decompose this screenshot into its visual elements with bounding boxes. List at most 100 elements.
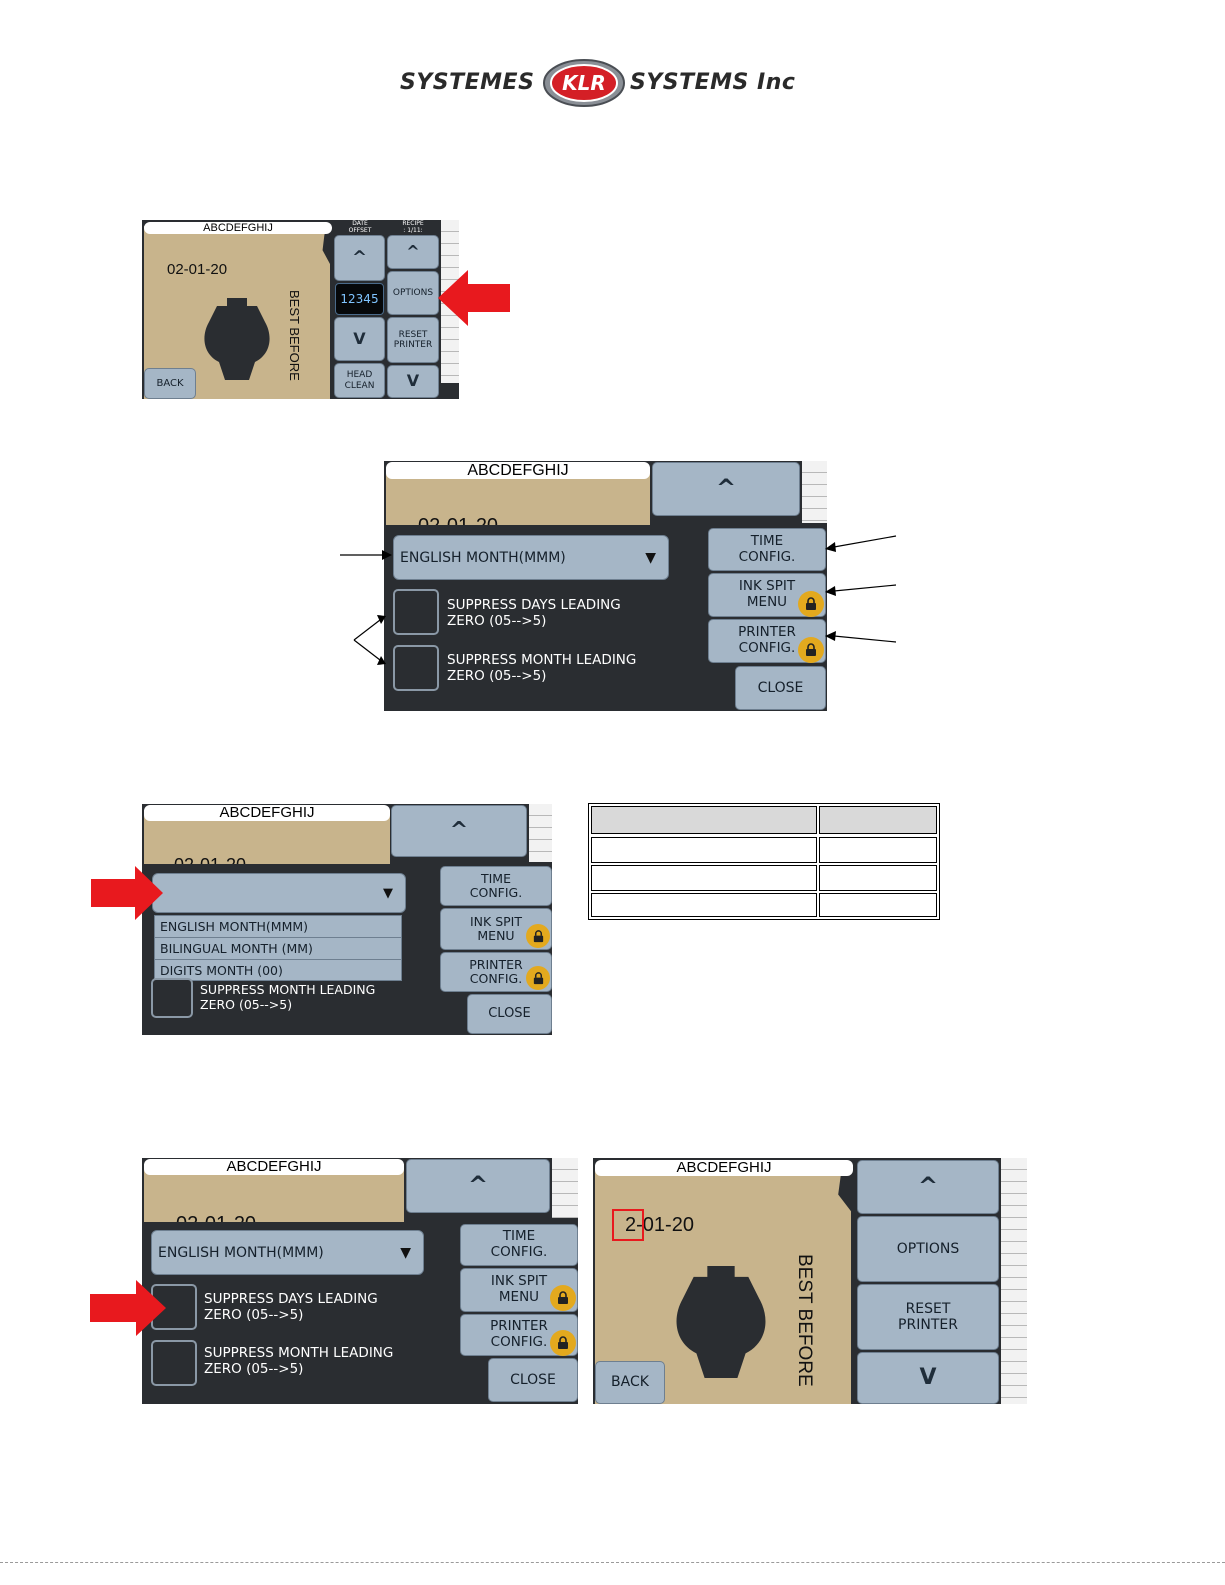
scroll-up-button[interactable]: ^ [857,1160,999,1214]
chevron-down-icon: V [919,1365,937,1391]
recipe-header: RECIPE : 1/11: [402,220,424,234]
options-screen-3: ABCDEFGHIJ 02-01-20 ^ ▼ ENGLISH MONTH(MM… [142,804,552,1035]
printed-date: 02-01-20 [167,261,228,278]
dropdown-arrow-icon: ▼ [383,885,393,901]
recipe-up-button[interactable]: ^ [387,235,439,269]
back-button[interactable]: BACK [595,1361,665,1404]
printed-date-partial: 02-01-20 [176,1214,256,1224]
suppress-month-checkbox[interactable] [151,1340,197,1386]
head-clean-button[interactable]: HEAD CLEAN [334,363,385,398]
callout-arrow-icon [340,550,392,560]
footer-divider [0,1562,1225,1563]
date-offset-counter[interactable]: 12345 [335,283,384,315]
date-offset-header: DATE OFFSET [348,220,372,234]
logo-badge-text: KLR [562,71,606,95]
scroll-up-button[interactable]: ^ [391,805,527,857]
close-button[interactable]: CLOSE [467,994,552,1034]
empty-table [588,803,940,920]
red-arrow-icon [91,866,163,920]
cardboard-box [386,469,650,529]
options-button[interactable]: OPTIONS [857,1216,999,1282]
callout-arrow-icon [825,631,897,643]
suppress-month-checkbox[interactable] [151,978,193,1018]
highlight-box [612,1209,644,1241]
table-cell [591,837,817,863]
recipe-down-button[interactable]: V [387,365,439,398]
chevron-up-icon: ^ [351,246,368,268]
suppress-days-checkbox[interactable] [393,589,439,635]
product-label-bar: ABCDEFGHIJ [386,462,650,479]
lock-icon [550,1285,576,1311]
scroll-up-button[interactable]: ^ [406,1159,550,1213]
suppress-month-label: SUPPRESS MONTH LEADING ZERO (05-->5) [204,1345,394,1378]
ink-spit-menu-label: INK SPIT MENU [738,578,796,610]
printer-config-label: PRINTER CONFIG. [490,1318,548,1350]
side-ruler [802,461,827,523]
suppress-month-label: SUPPRESS MONTH LEADING ZERO (05-->5) [200,982,376,1013]
table-header-cell [819,806,937,834]
chevron-up-icon: ^ [406,241,420,261]
best-before-text: BEST BEFORE [794,1254,815,1387]
chevron-up-icon: ^ [917,1172,939,1201]
company-logo: SYSTEMES KLR SYSTEMS Inc [398,58,798,110]
scroll-down-button[interactable]: V [857,1352,999,1404]
chevron-down-icon: V [406,371,420,391]
dropdown-list: ENGLISH MONTH(MMM) BILINGUAL MONTH (MM) … [154,915,402,981]
lock-icon [798,591,824,617]
main-screen-1: ABCDEFGHIJ 02-01-20 BEST BEFORE DATE OFF… [142,220,459,399]
best-before-text: BEST BEFORE [287,290,302,381]
dropdown-option[interactable]: ENGLISH MONTH(MMM) [155,916,401,938]
time-config-button[interactable]: TIME CONFIG. [708,528,826,571]
time-config-button[interactable]: TIME CONFIG. [440,866,552,906]
month-format-select[interactable]: ENGLISH MONTH(MMM) ▼ [393,535,669,580]
month-format-value: ENGLISH MONTH(MMM) [158,1244,324,1261]
month-format-value: ENGLISH MONTH(MMM) [400,549,566,566]
dropdown-arrow-icon: ▼ [645,549,656,566]
red-arrow-icon [438,270,510,326]
lock-icon [526,924,550,948]
logo-left-word: SYSTEMES [400,70,535,95]
printer-config-label: PRINTER CONFIG. [738,624,796,656]
date-offset-up-button[interactable]: ^ [334,235,385,281]
chevron-up-icon: ^ [467,1171,489,1200]
table-cell [591,893,817,917]
suppress-month-checkbox[interactable] [393,645,439,691]
table-header-cell [591,806,817,834]
table-cell [819,893,937,917]
reset-printer-button[interactable]: RESET PRINTER [857,1284,999,1350]
product-label-bar: ABCDEFGHIJ [144,222,332,234]
chevron-down-icon: V [353,328,366,348]
product-label-bar: ABCDEFGHIJ [144,805,390,821]
dropdown-option[interactable]: BILINGUAL MONTH (MM) [155,938,401,960]
print-head-silhouette [673,1266,769,1378]
month-format-select[interactable]: ENGLISH MONTH(MMM) ▼ [151,1230,424,1275]
options-screen-2: ABCDEFGHIJ 02-01-20 ^ ENGLISH MONTH(MMM)… [384,461,827,711]
month-format-select[interactable]: ▼ [152,873,406,913]
callout-arrow-icon [825,535,897,552]
printer-config-label: PRINTER CONFIG. [469,956,523,986]
close-button[interactable]: CLOSE [488,1358,578,1402]
options-button[interactable]: OPTIONS [387,271,439,315]
ink-spit-menu-label: INK SPIT MENU [490,1273,548,1305]
main-screen-5: ABCDEFGHIJ 2-01-20 BEST BEFORE ^ OPTIONS… [593,1158,1027,1404]
close-button[interactable]: CLOSE [735,666,826,710]
chevron-up-icon: ^ [449,818,469,844]
date-offset-down-button[interactable]: V [334,317,385,361]
red-arrow-icon [90,1280,166,1336]
suppress-month-label: SUPPRESS MONTH LEADING ZERO (05-->5) [447,652,637,685]
klr-badge-icon: KLR [543,59,625,107]
scroll-up-button[interactable]: ^ [652,462,800,516]
side-ruler [552,1158,578,1218]
time-config-button[interactable]: TIME CONFIG. [460,1224,578,1266]
table-cell [591,865,817,891]
suppress-days-label: SUPPRESS DAYS LEADING ZERO (05-->5) [447,597,621,630]
suppress-days-label: SUPPRESS DAYS LEADING ZERO (05-->5) [204,1291,378,1324]
reset-printer-button[interactable]: RESET PRINTER [387,317,439,363]
back-button[interactable]: BACK [144,368,196,399]
lock-icon [526,966,550,990]
lock-icon [550,1330,576,1356]
dropdown-option[interactable]: DIGITS MONTH (00) [160,963,283,978]
print-head-silhouette [202,298,272,380]
product-label-bar: ABCDEFGHIJ [144,1159,404,1175]
table-cell [819,865,937,891]
